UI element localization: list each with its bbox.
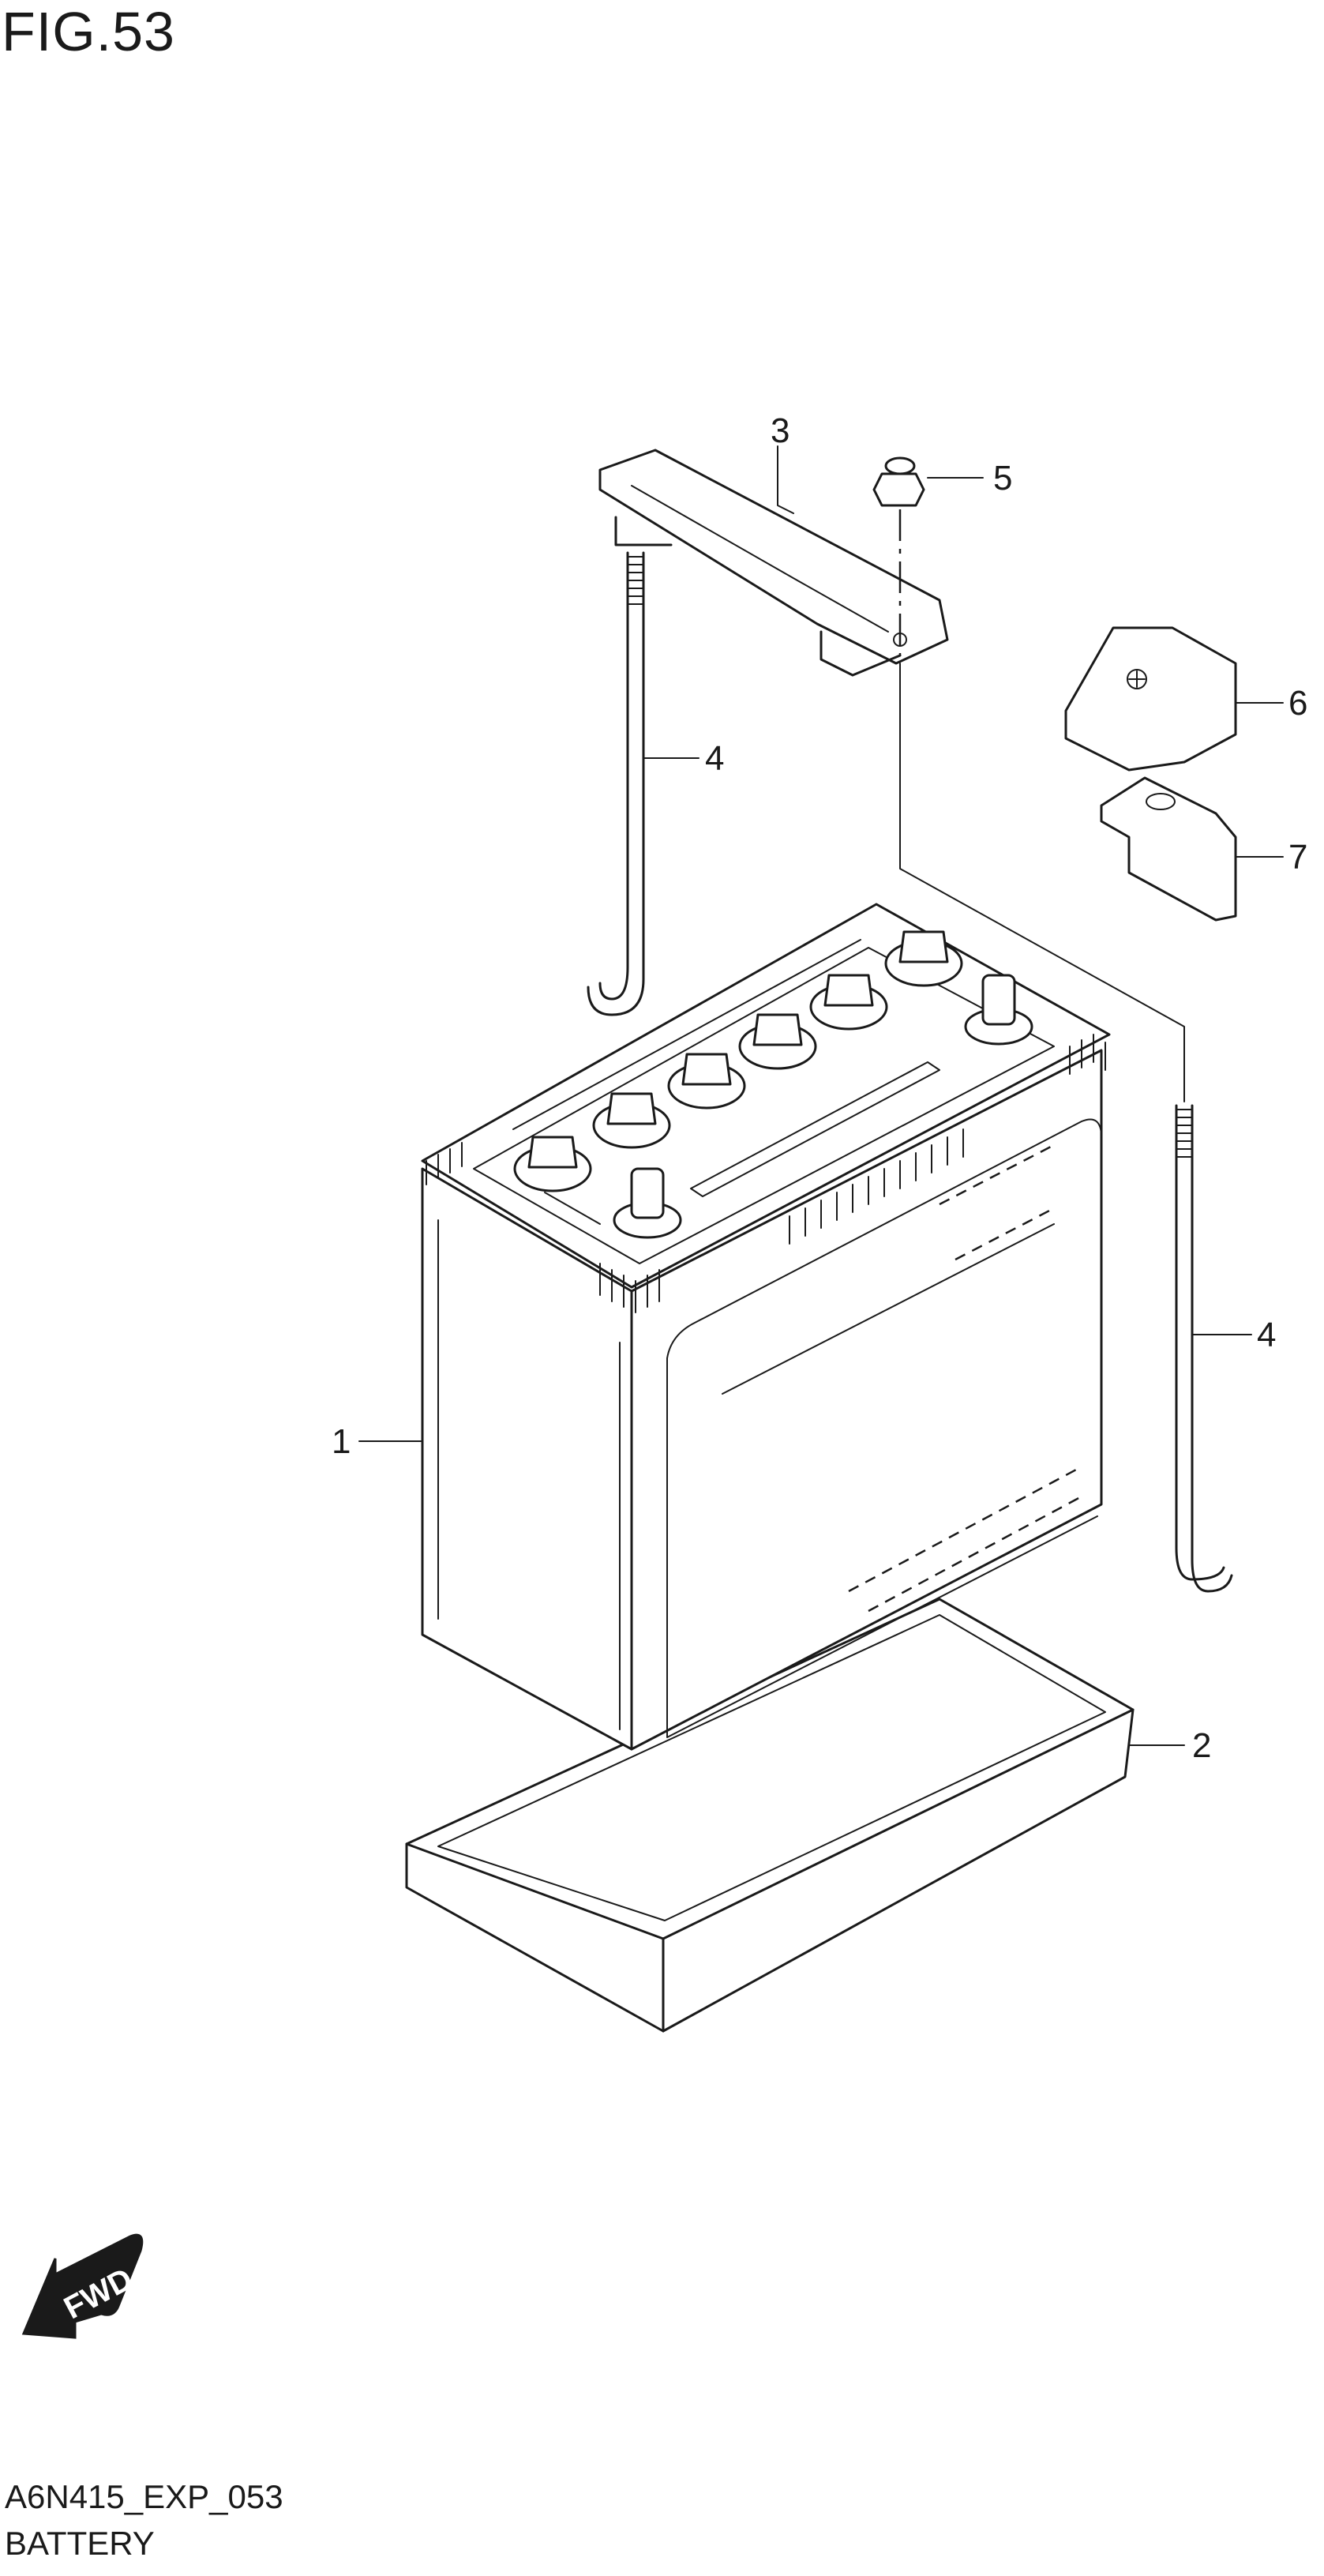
assembly-lines <box>898 509 1185 1102</box>
callout-5: 5 <box>993 459 1012 498</box>
callout-1: 1 <box>332 1422 351 1461</box>
callout-6: 6 <box>1288 684 1307 723</box>
figure-title: FIG.53 <box>2 1 175 62</box>
callout-leaders <box>358 445 1284 1746</box>
rod-left <box>587 551 645 1016</box>
callout-3: 3 <box>771 411 790 450</box>
figure-code: A6N415_EXP_053 <box>5 2478 283 2515</box>
battery <box>421 903 1111 1751</box>
callout-2: 2 <box>1192 1726 1211 1765</box>
callout-4-left: 4 <box>705 739 724 778</box>
callout-4-right: 4 <box>1257 1316 1276 1354</box>
nut <box>872 456 925 507</box>
figure-caption: BATTERY <box>5 2525 155 2562</box>
terminal <box>1100 776 1237 922</box>
arrow-icon <box>21 2233 144 2339</box>
terminal-cover <box>1064 626 1237 772</box>
rod-right <box>1175 1104 1233 1593</box>
fwd-direction-indicator: FWD <box>21 2233 144 2339</box>
callout-7: 7 <box>1288 838 1307 877</box>
